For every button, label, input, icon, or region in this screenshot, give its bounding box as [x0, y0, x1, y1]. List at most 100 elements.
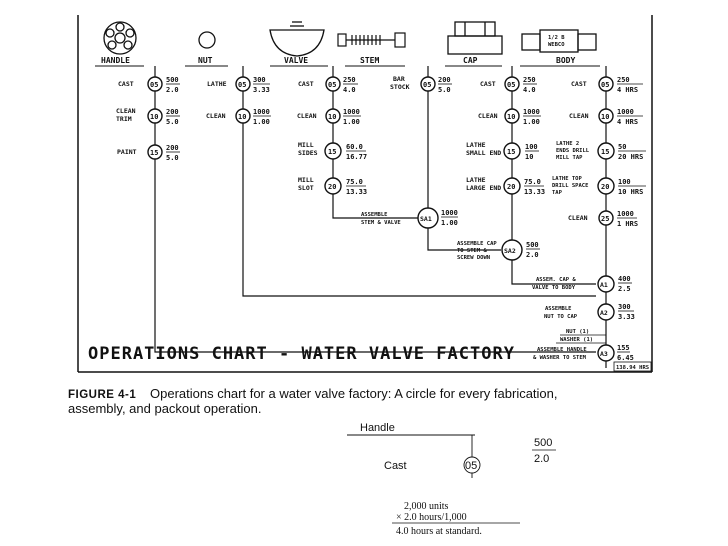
- sa2-label-3: SCREW DOWN: [457, 255, 490, 261]
- sa2-code: SA2: [504, 247, 516, 255]
- sa1-label-2: STEM & VALVE: [361, 220, 401, 226]
- valve-op1-code: 05: [328, 81, 336, 89]
- cap-op2-code: 10: [507, 113, 515, 121]
- sa2-label-1: ASSEMBLE CAP: [457, 241, 497, 247]
- header-stem: STEM: [360, 56, 379, 65]
- stem-op1-code: 05: [423, 81, 431, 89]
- handle-op2-label-1: CLEAN: [116, 107, 136, 115]
- a1-label-2: VALVE TO BODY: [532, 285, 576, 291]
- stem-op1-top: 200: [438, 76, 451, 84]
- example-code: 05: [465, 460, 477, 472]
- body-op5-bottom: 1 HRS: [617, 220, 638, 228]
- valve-op2-label: CLEAN: [297, 112, 317, 120]
- body-sticker-line-2: WEBCO: [548, 42, 565, 48]
- washer-input-label: WASHER (1): [560, 337, 593, 343]
- a1-label-1: ASSEM. CAP &: [536, 277, 576, 283]
- cap-op2-top: 1000: [523, 108, 540, 116]
- cap-op4-top: 75.0: [524, 178, 541, 186]
- sa2-bottom: 2.0: [526, 251, 539, 259]
- cap-op4-code: 20: [507, 183, 515, 191]
- example-bottom: 2.0: [534, 453, 549, 465]
- a3-label-1: ASSEMBLE HANDLE: [537, 347, 587, 353]
- cap-op1-top: 250: [523, 76, 536, 84]
- nut-op2-label: CLEAN: [206, 112, 226, 120]
- sa1-bottom: 1.00: [441, 219, 458, 227]
- cap-op3-label-1: LATHE: [466, 141, 486, 149]
- a2-top: 300: [618, 303, 631, 311]
- handle-op3-bottom: 5.0: [166, 154, 179, 162]
- body-op4-bottom: 10 HRS: [618, 188, 643, 196]
- cap-op2-label: CLEAN: [478, 112, 498, 120]
- body-op1-bottom: 4 HRS: [617, 86, 638, 94]
- body-op3-top: 50: [618, 143, 626, 151]
- header-nut: NUT: [198, 56, 213, 65]
- example-top: 500: [534, 437, 552, 449]
- cap-op1-code: 05: [507, 81, 515, 89]
- nut-op1-top: 300: [253, 76, 266, 84]
- a2-label-2: NUT TO CAP: [544, 314, 578, 320]
- valve-op1-top: 250: [343, 76, 356, 84]
- body-op2-label: CLEAN: [569, 112, 589, 120]
- a3-top: 155: [617, 344, 630, 352]
- nut-input-label: NUT (1): [566, 329, 589, 335]
- body-op1-label: CAST: [571, 80, 587, 88]
- a2-label-1: ASSEMBLE: [545, 306, 572, 312]
- header-cap: CAP: [463, 56, 478, 65]
- cap-op3-top: 100: [525, 143, 538, 151]
- sa2-label-2: TO STEM &: [457, 248, 487, 254]
- body-op5-code: 25: [601, 215, 609, 223]
- body-op4-code: 20: [601, 183, 609, 191]
- handle-op2-top: 200: [166, 108, 179, 116]
- example-header: Handle: [360, 422, 395, 434]
- valve-op2-code: 10: [328, 113, 336, 121]
- sa2-top: 500: [526, 241, 539, 249]
- figure-caption-number: FIGURE 4-1: [68, 389, 136, 401]
- figure-caption-line-2: assembly, and packout operation.: [68, 401, 261, 416]
- total-box: [613, 361, 652, 372]
- handle-op2-bottom: 5.0: [166, 118, 179, 126]
- handle-op3-code: 15: [150, 149, 158, 157]
- header-body: BODY: [556, 56, 575, 65]
- body-pipe-fitting-icon: [521, 29, 597, 53]
- header-handle: HANDLE: [101, 56, 130, 65]
- handle-op2-code: 10: [150, 113, 158, 121]
- total-hours: 138.94 HRS: [616, 365, 649, 371]
- valve-op3-top: 60.0: [346, 143, 363, 151]
- body-op3-code: 15: [601, 148, 609, 156]
- a3-code: A3: [600, 350, 608, 358]
- valve-op4-bottom: 13.33: [346, 188, 367, 196]
- a2-code: A2: [600, 309, 608, 317]
- body-op4-label-3: TAP: [552, 190, 563, 196]
- a1-bottom: 2.5: [618, 285, 631, 293]
- handle-op1-label: CAST: [118, 80, 134, 88]
- body-op1-top: 250: [617, 76, 630, 84]
- handle-op3-label: PAINT: [117, 148, 137, 156]
- example-calc-line-1: 2,000 units: [404, 501, 449, 512]
- valve-op1-bottom: 4.0: [343, 86, 356, 94]
- sa1-label-1: ASSEMBLE: [361, 212, 388, 218]
- body-op5-top: 1000: [617, 210, 634, 218]
- example-label: Cast: [384, 460, 407, 472]
- valve-op3-label-1: MILL: [298, 141, 314, 149]
- body-op4-label-2: DRILL SPACE: [552, 183, 588, 189]
- valve-op4-top: 75.0: [346, 178, 363, 186]
- valve-op4-code: 20: [328, 183, 336, 191]
- example-calc-line-3: 4.0 hours at standard.: [396, 526, 482, 537]
- nut-hexagon-icon: [198, 31, 216, 49]
- body-op4-top: 100: [618, 178, 631, 186]
- example-calc-line-2: × 2.0 hours/1,000: [396, 512, 467, 523]
- valve-op3-code: 15: [328, 148, 336, 156]
- cap-op4-label-1: LATHE: [466, 176, 486, 184]
- nut-op1-code: 05: [238, 81, 246, 89]
- body-op3-label-1: LATHE 2: [556, 141, 579, 147]
- stem-op1-bottom: 5.0: [438, 86, 451, 94]
- handle-op2-label-2: TRIM: [116, 115, 132, 123]
- cap-op3-label-2: SMALL END: [466, 149, 501, 157]
- a2-bottom: 3.33: [618, 313, 635, 321]
- cap-op1-label: CAST: [480, 80, 496, 88]
- stem-op1-label-2: STOCK: [390, 83, 410, 91]
- body-sticker-line-1: 1/2 B: [548, 35, 565, 41]
- operation-circles: [147, 76, 615, 362]
